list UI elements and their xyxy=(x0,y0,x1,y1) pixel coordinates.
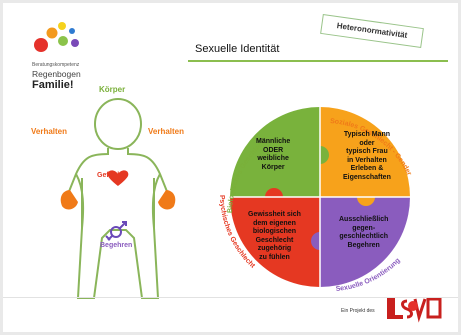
label-begehren: Begehren xyxy=(100,242,133,249)
heteronormativity-stamp: Heteronormativität xyxy=(320,13,424,49)
puzzle-text-purple: Ausschließlich gegen- geschlechtlich Beg… xyxy=(339,216,389,249)
slide: Beratungskompetenz Regenbogen Familie! S… xyxy=(3,3,458,332)
puzzle-text-green: Männliche ODER weibliche Körper xyxy=(256,138,291,171)
logo-name: Regenbogen xyxy=(32,69,81,79)
label-verhalten-right: Verhalten xyxy=(148,127,185,136)
puzzle-piece-purple xyxy=(320,197,410,287)
footer-text: Ein Projekt des xyxy=(341,308,375,314)
body-figure-icon xyxy=(60,98,176,299)
page-title: Sexuelle Identität xyxy=(195,43,280,55)
logo-dots-icon xyxy=(34,22,79,52)
label-gefuehl: Gefühl xyxy=(97,172,120,179)
logo-subtitle: Beratungskompetenz xyxy=(32,62,80,68)
label-koerper: Körper xyxy=(99,85,126,94)
puzzle-piece-orange xyxy=(320,107,410,197)
lsvd-logo-icon xyxy=(387,297,442,323)
footer-divider xyxy=(3,297,458,298)
puzzle-piece-red xyxy=(230,197,320,287)
puzzle-text-orange: Typisch Mann oder typisch Frau in Verhal… xyxy=(343,131,391,181)
identity-puzzle: Biologisches Geschlecht Soziales Geschle… xyxy=(218,107,412,293)
title-underline xyxy=(188,60,448,62)
label-verhalten-left: Verhalten xyxy=(31,127,68,136)
logo-family: Familie! xyxy=(32,79,74,91)
puzzle-text-red: Gewissheit sich dem eigenen biologischen… xyxy=(248,211,301,261)
puzzle-piece-green xyxy=(230,107,320,197)
